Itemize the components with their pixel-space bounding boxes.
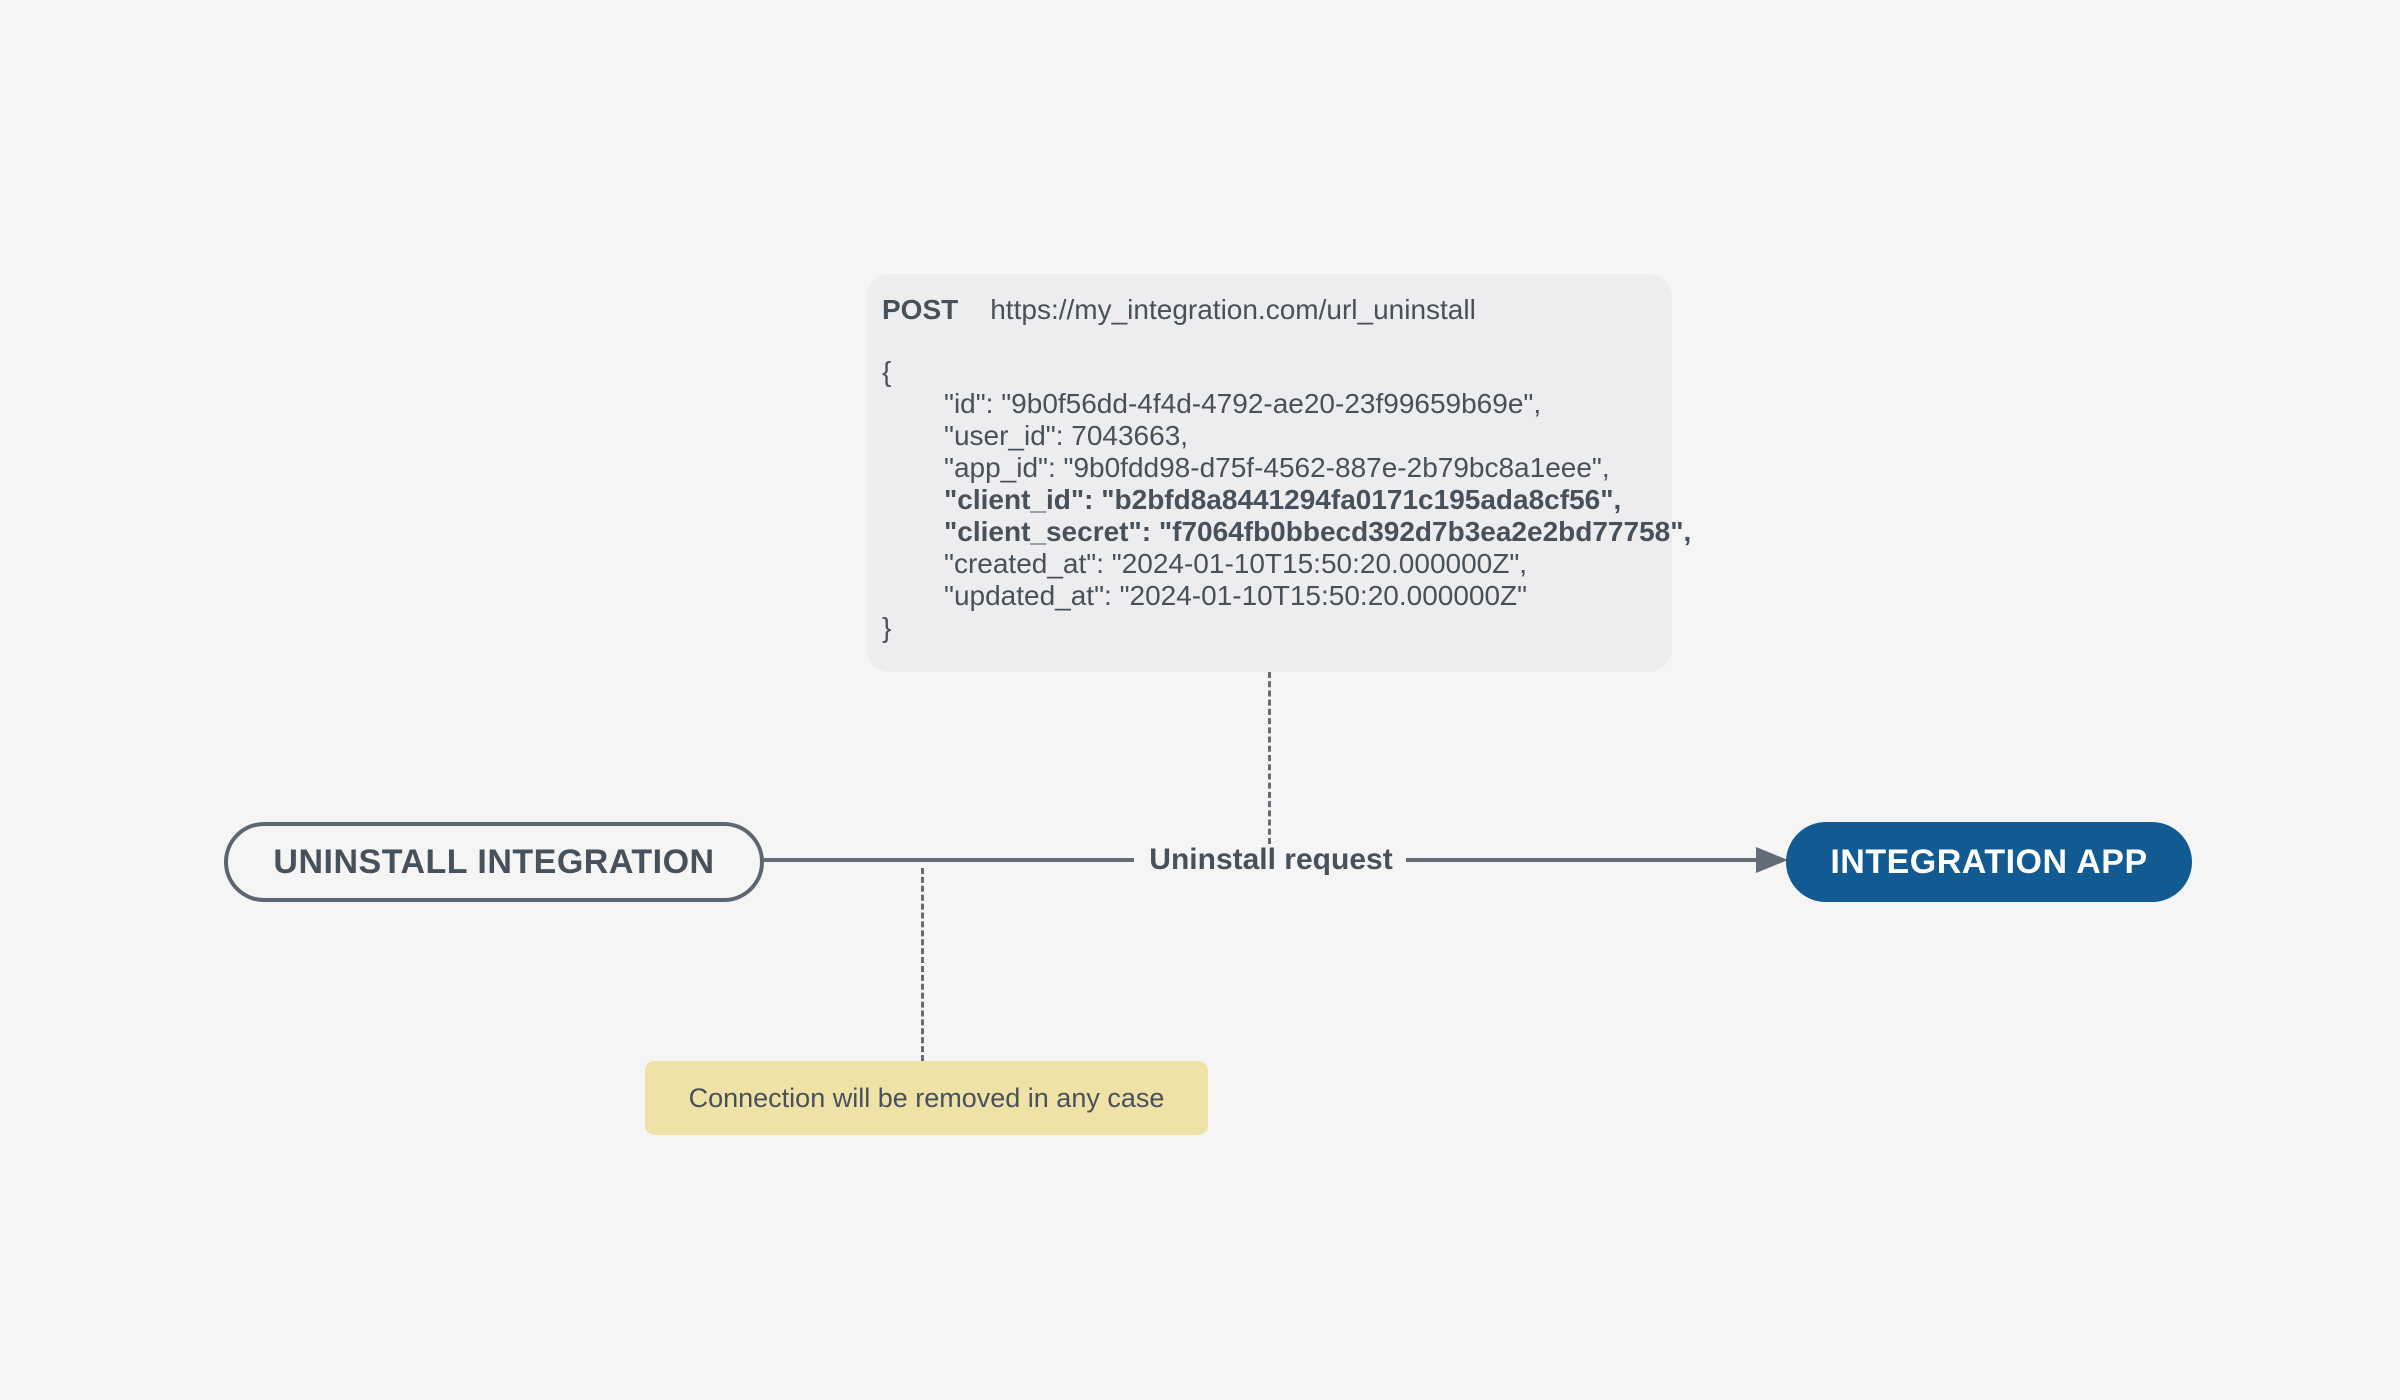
payload-line: "app_id": "9b0fdd98-d75f-4562-887e-2b79b… (944, 452, 1610, 483)
request-payload-card: POST https://my_integration.com/url_unin… (866, 274, 1692, 672)
request-url: https://my_integration.com/url_uninstall (990, 294, 1476, 325)
payload-line: "id": "9b0f56dd-4f4d-4792-ae20-23f99659b… (944, 388, 1542, 419)
payload-line: } (882, 612, 892, 643)
payload-line-client-id: "client_id": "b2bfd8a8441294fa0171c195ad… (944, 484, 1622, 515)
http-method-label: POST (882, 294, 959, 325)
payload-line: "user_id": 7043663, (944, 420, 1189, 451)
edge-label: Uninstall request (1149, 843, 1393, 876)
edge-line-left (762, 858, 1134, 862)
edge-line-right (1406, 858, 1758, 862)
payload-line: "updated_at": "2024-01-10T15:50:20.00000… (944, 580, 1528, 611)
payload-line: "created_at": "2024-01-10T15:50:20.00000… (944, 548, 1528, 579)
payload-body: { "id": "9b0f56dd-4f4d-4792-ae20-23f9965… (882, 356, 1692, 644)
dashed-connector-edge-to-note (921, 868, 924, 1061)
payload-line: { (882, 356, 892, 387)
payload-line-client-secret: "client_secret": "f7064fb0bbecd392d7b3ea… (944, 516, 1692, 547)
source-node-uninstall-integration: UNINSTALL INTEGRATION (224, 822, 764, 902)
note-connection-removed: Connection will be removed in any case (645, 1061, 1208, 1135)
target-node-integration-app: INTEGRATION APP (1786, 822, 2192, 902)
request-line: POST https://my_integration.com/url_unin… (882, 294, 1654, 326)
arrowhead-icon (1756, 847, 1788, 873)
dashed-connector-card-to-edge (1268, 672, 1271, 844)
